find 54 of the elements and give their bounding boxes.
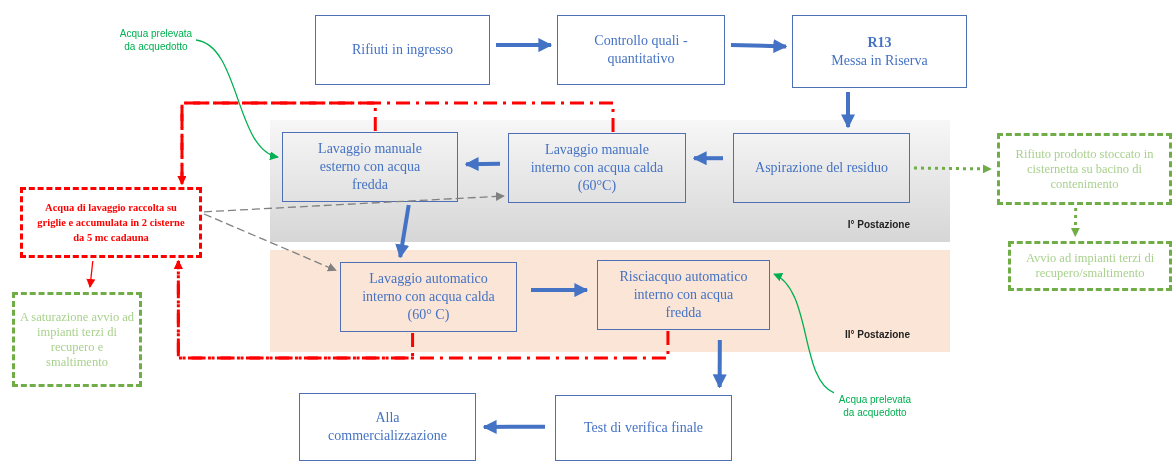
arrow xyxy=(773,273,835,394)
arrow xyxy=(464,157,501,172)
process-box xyxy=(555,395,732,461)
station-band xyxy=(270,250,950,352)
process-box xyxy=(282,132,458,202)
band-label: I° Postazione xyxy=(847,218,910,232)
box-text: Lavaggio manuale interno con acqua calda (60°C) xyxy=(529,141,665,195)
box-text: Lavaggio automatico interno con acqua calda (60° C) xyxy=(361,270,496,324)
process-box xyxy=(299,393,476,461)
arrow xyxy=(482,419,545,434)
arrow xyxy=(195,39,279,159)
arrow xyxy=(531,283,589,298)
box-text: Messa in Riserva xyxy=(831,51,928,70)
process-box xyxy=(557,15,725,85)
arrow xyxy=(177,101,377,185)
dashed-box xyxy=(20,187,202,258)
arrow xyxy=(203,213,337,272)
dashed-box xyxy=(12,292,142,387)
box-text: Acqua prelevata da acquedotto xyxy=(118,27,194,53)
arrow xyxy=(177,101,615,185)
process-box xyxy=(733,133,910,203)
process-box xyxy=(792,15,967,88)
box-text: Avvio ad impianti terzi di recupero/smaltimento xyxy=(1024,251,1156,281)
arrow xyxy=(692,151,723,166)
box-text: Lavaggio manuale esterno con acqua fredda xyxy=(317,140,423,194)
process-box xyxy=(508,133,686,203)
arrow xyxy=(730,39,788,54)
arrow xyxy=(86,260,96,288)
box-text: Risciacquo automatico interno con acqua fredda xyxy=(618,268,749,322)
box-text: Aspirazione del residuo xyxy=(755,159,888,177)
arrow xyxy=(712,340,727,389)
dashed-box xyxy=(997,133,1172,205)
process-box xyxy=(597,260,770,330)
arrow xyxy=(841,92,856,129)
process-box xyxy=(340,262,517,332)
box-text: Rifiuto prodotto stoccato in cisternetta su bacino di contenimento xyxy=(1014,146,1155,192)
arrow xyxy=(173,260,670,360)
arrow xyxy=(496,38,553,53)
arrow xyxy=(1070,207,1080,237)
arrow xyxy=(913,164,992,174)
box-text: Rifiuti in ingresso xyxy=(351,41,454,59)
box-text: Acqua prelevata da acquedotto xyxy=(837,393,913,419)
dashed-box xyxy=(1008,241,1172,291)
arrow xyxy=(203,191,505,213)
box-text: A saturazione avvio ad impianti terzi di recupero e smaltimento xyxy=(19,309,135,370)
arrow xyxy=(395,204,411,259)
box-text: Controllo quali - quantitativo xyxy=(593,32,689,68)
box-text: Acqua di lavaggio raccolta su griglie e accumulata in 2 cisterne da 5 mc cadauna xyxy=(36,201,186,245)
station-band xyxy=(270,120,950,242)
process-box xyxy=(315,15,490,85)
box-heading: R13 xyxy=(867,33,892,52)
box-text: Test di verifica finale xyxy=(583,419,704,437)
box-text: Alla commercializzazione xyxy=(327,409,448,445)
band-label: II° Postazione xyxy=(844,328,910,342)
